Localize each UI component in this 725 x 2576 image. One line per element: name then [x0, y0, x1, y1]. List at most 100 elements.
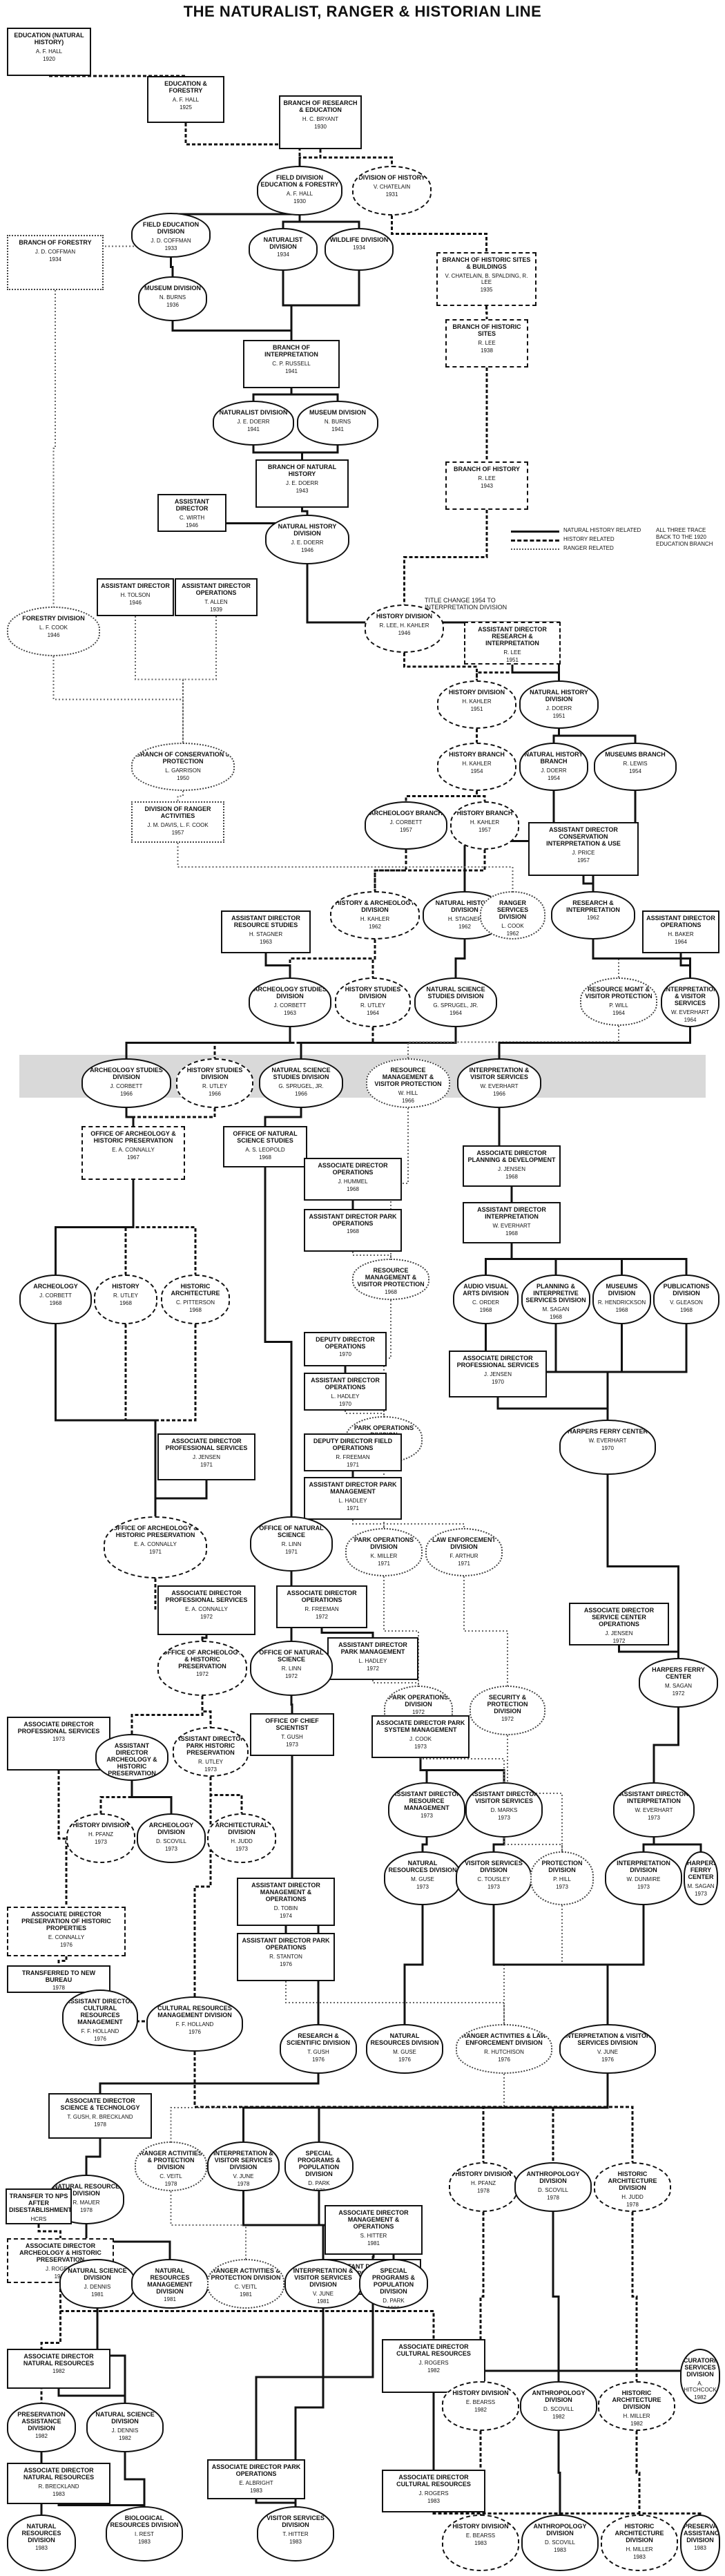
org-node-n49: RESOURCE MANAGEMENT & VISITOR PROTECTION… — [366, 1058, 450, 1108]
node-title: ASSOCIATE DIRECTOR MANAGEMENT & OPERATIO… — [338, 2209, 409, 2230]
node-title: NATURALIST DIVISION — [219, 409, 288, 416]
node-year: 1983 — [35, 2545, 48, 2551]
node-year: 1930 — [293, 198, 306, 204]
node-title: ARCHEOLOGY DIVISION — [148, 1822, 194, 1835]
node-title: OFFICE OF NATURAL SCIENCE — [259, 1649, 324, 1663]
node-person: J. E. DOERR — [237, 419, 270, 425]
node-title: DEPUTY DIRECTOR OPERATIONS — [316, 1336, 375, 1350]
node-person: F. F. HOLLAND — [175, 2021, 214, 2028]
node-year: 1978 — [313, 2188, 325, 2191]
org-node-n120: ASSOCIATE DIRECTOR MANAGEMENT & OPERATIO… — [325, 2205, 423, 2255]
connector-n86-n103 — [57, 1771, 68, 1907]
org-node-n88: ASSOCIATE DIRECTOR PARK SYSTEM MANAGEMEN… — [371, 1715, 470, 1758]
connector-n51-n60 — [132, 1180, 197, 1275]
legend-label-history: HISTORY RELATED — [563, 536, 615, 542]
node-year: 1964 — [612, 1010, 625, 1016]
connector-n6-n10 — [170, 258, 174, 276]
node-title: DIVISION OF HISTORY — [358, 174, 425, 181]
node-year: 1971 — [285, 1549, 298, 1555]
node-person: J. DOERR — [545, 705, 572, 712]
node-year: 1970 — [492, 1379, 504, 1385]
node-title: PUBLICATIONS DIVISION — [663, 1283, 710, 1297]
node-year: 1983 — [138, 2539, 151, 2545]
node-year: 1957 — [478, 827, 491, 833]
connector-n120-n123 — [371, 2255, 375, 2259]
node-year: 1976 — [280, 1961, 292, 1967]
node-title: HISTORY DIVISION — [452, 2389, 509, 2396]
node-year: 1968 — [259, 1154, 271, 1161]
org-node-n80: ASSOCIATE DIRECTOR SERVICE CENTER OPERAT… — [569, 1603, 669, 1645]
node-year: 1978 — [626, 2202, 639, 2208]
node-person: A. F. HALL — [172, 97, 200, 103]
legend-label-natural: NATURAL HISTORY RELATED — [563, 527, 641, 533]
node-title: ASSISTANT DIRECTOR PARK MANAGEMENT — [338, 1641, 407, 1655]
node-title: BRANCH OF HISTORIC SITES & BUILDINGS — [442, 256, 531, 270]
node-title: NATURAL HISTORY DIVISION — [278, 523, 337, 537]
connector-n28-n33 — [476, 791, 486, 801]
node-person: H. JUDD — [231, 1838, 253, 1844]
node-year: 1951 — [470, 706, 483, 712]
node-title: NATURAL SCIENCE STUDIES DIVISION — [426, 986, 485, 1000]
node-person: H. KAHLER — [360, 916, 390, 922]
connector-n130-n136 — [57, 2389, 126, 2403]
connector-n22-n27 — [52, 656, 184, 743]
node-title: EDUCATION (NATURAL HISTORY) — [14, 32, 84, 46]
node-title: NATURAL SCIENCE DIVISION — [68, 2267, 127, 2281]
node-year: 1954 — [548, 775, 560, 781]
connector-n81-n89 — [130, 1696, 204, 1734]
connector-n13-n14 — [252, 388, 293, 401]
node-year: 1982 — [427, 2367, 440, 2374]
node-person: D. SCOVILL — [155, 1838, 186, 1844]
node-title: DIVISION OF RANGER ACTIVITIES — [144, 805, 211, 819]
connector-n35-n42 — [371, 939, 376, 977]
node-title: ASSOCIATE DIRECTOR OPERATIONS — [318, 1162, 388, 1176]
node-person: J. DENNIS — [84, 2284, 111, 2290]
connector-n78-n79 — [320, 1628, 374, 1637]
node-year: 1968 — [550, 1314, 562, 1320]
node-year: 1976 — [188, 2029, 201, 2035]
legend-label-ranger: RANGER RELATED — [563, 545, 614, 551]
legend-item-ranger: RANGER RELATED — [511, 545, 718, 553]
connector-n13-n15 — [290, 388, 339, 401]
node-title: INTERPRETATION & VISITOR SERVICES DIVISI… — [213, 2150, 273, 2170]
node-year: 1964 — [675, 939, 687, 945]
node-year: 1983 — [474, 2540, 487, 2546]
node-year: 1973 — [416, 1884, 429, 1890]
node-person: G. SPRUGEL, JR. — [433, 1002, 478, 1009]
node-title: RANGER SERVICES DIVISION — [496, 899, 529, 920]
node-year: 1983 — [250, 2488, 262, 2494]
org-node-n56: ASSOCIATE DIRECTOR PLANNING & DEVELOPMEN… — [463, 1145, 561, 1187]
node-title: FIELD DIVISION EDUCATION & FORESTRY — [260, 174, 339, 188]
connector-n137-n140 — [57, 2504, 146, 2506]
node-person: J. CORBETT — [110, 1083, 143, 1089]
node-year: 1970 — [339, 1401, 351, 1407]
node-year: 1973 — [414, 1744, 427, 1750]
node-year: 1951 — [506, 657, 519, 663]
connector-n6-n9 — [55, 235, 172, 258]
node-person: A. HITCHCOCK — [684, 2381, 717, 2393]
node-person: R. LEE — [503, 649, 521, 656]
node-title: HISTORY STUDIES DIVISION — [186, 1067, 243, 1080]
connector-n72-n76 — [352, 1520, 465, 1528]
node-title: RESOURCE MANAGEMENT & VISITOR PROTECTION — [357, 1267, 425, 1288]
connector-n70-n73 — [154, 1480, 208, 1516]
node-year: 1983 — [52, 2491, 65, 2497]
node-title: CULTURAL RESOURCES MANAGEMENT DIVISION — [157, 2005, 232, 2019]
annotation-title-change: TITLE CHANGE 1954 TO INTERPRETATION DIVI… — [425, 597, 528, 618]
connector-n114-n127 — [242, 2191, 325, 2259]
node-person: R. UTLEY — [197, 1759, 223, 1765]
node-year: 1939 — [210, 607, 222, 613]
node-person: T. ALLEN — [204, 599, 228, 605]
connector-n93-n101 — [652, 1838, 702, 1851]
connector-n51-n58 — [55, 1180, 135, 1275]
